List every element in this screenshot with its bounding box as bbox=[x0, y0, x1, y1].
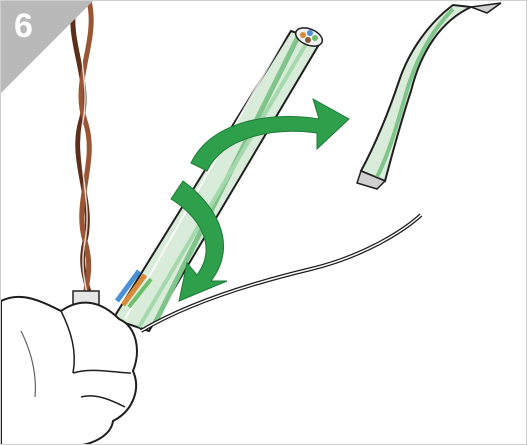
curved-arrow-icon bbox=[171, 99, 349, 301]
hand-icon bbox=[1, 297, 137, 445]
step-number: 6 bbox=[14, 7, 33, 46]
cable-jacket-icon bbox=[113, 24, 325, 331]
removed-jacket-icon bbox=[357, 3, 501, 189]
